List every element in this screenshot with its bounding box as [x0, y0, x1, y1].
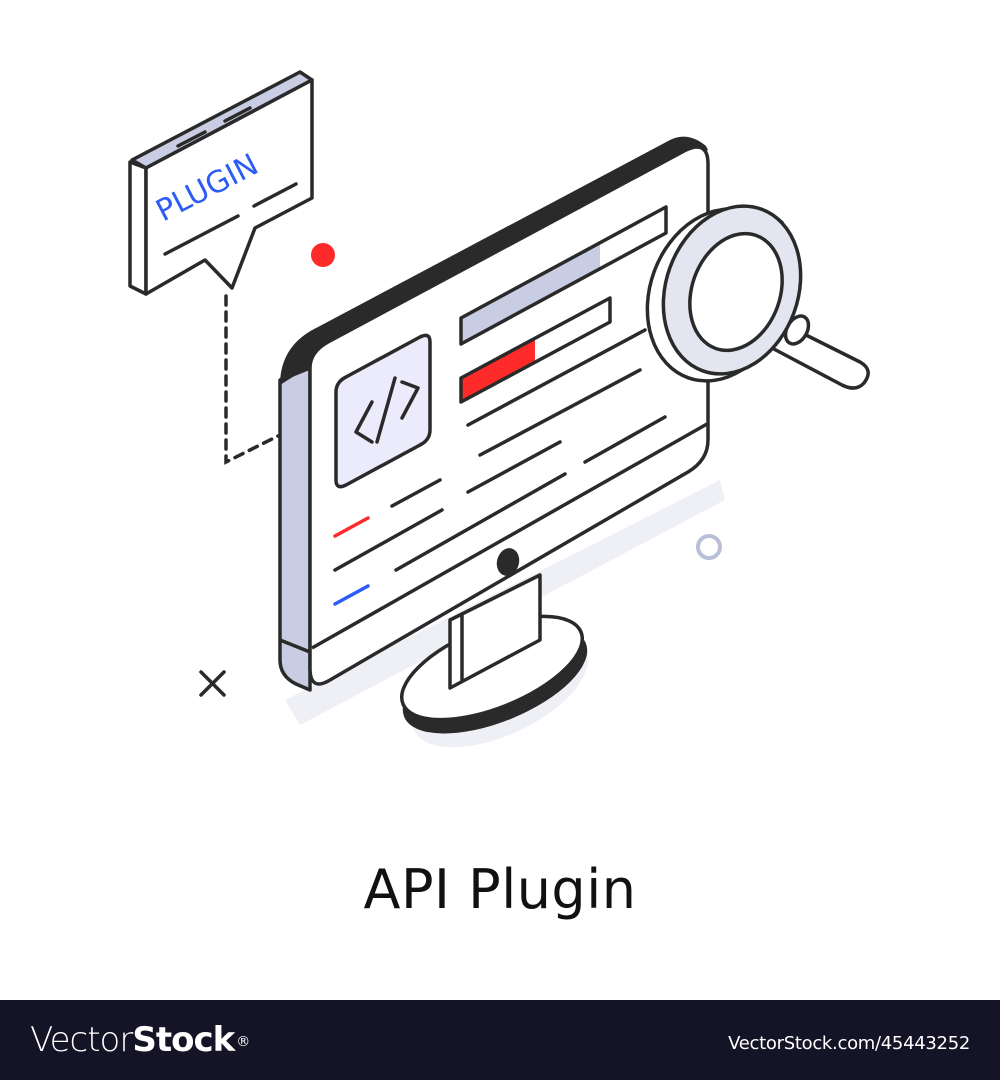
cross-icon	[199, 670, 226, 697]
illustration-canvas: PLUGIN	[128, 70, 870, 748]
brand-light: Vector	[30, 1020, 133, 1060]
text-lines	[333, 328, 667, 606]
monitor-icon	[278, 136, 710, 734]
red-dot-icon	[311, 243, 335, 267]
watermark-footer: VectorStock® VectorStock.com/45443252	[0, 1000, 1000, 1080]
vectorstock-logo: VectorStock®	[30, 1020, 250, 1060]
brand-bold: Stock	[132, 1020, 235, 1060]
caption-title: API Plugin	[363, 858, 637, 921]
dashed-connector	[224, 294, 280, 465]
circle-outline-icon	[696, 534, 722, 560]
magnifying-glass-icon	[645, 204, 870, 390]
progress-bar-lavender	[459, 205, 668, 346]
stock-id-link[interactable]: VectorStock.com/45443252	[728, 1033, 970, 1054]
progress-bar-red	[459, 296, 612, 404]
api-plugin-illustration: PLUGIN	[128, 70, 870, 748]
registered-mark: ®	[236, 1034, 250, 1050]
speech-bubble-icon: PLUGIN	[128, 70, 314, 296]
code-icon	[334, 333, 432, 489]
